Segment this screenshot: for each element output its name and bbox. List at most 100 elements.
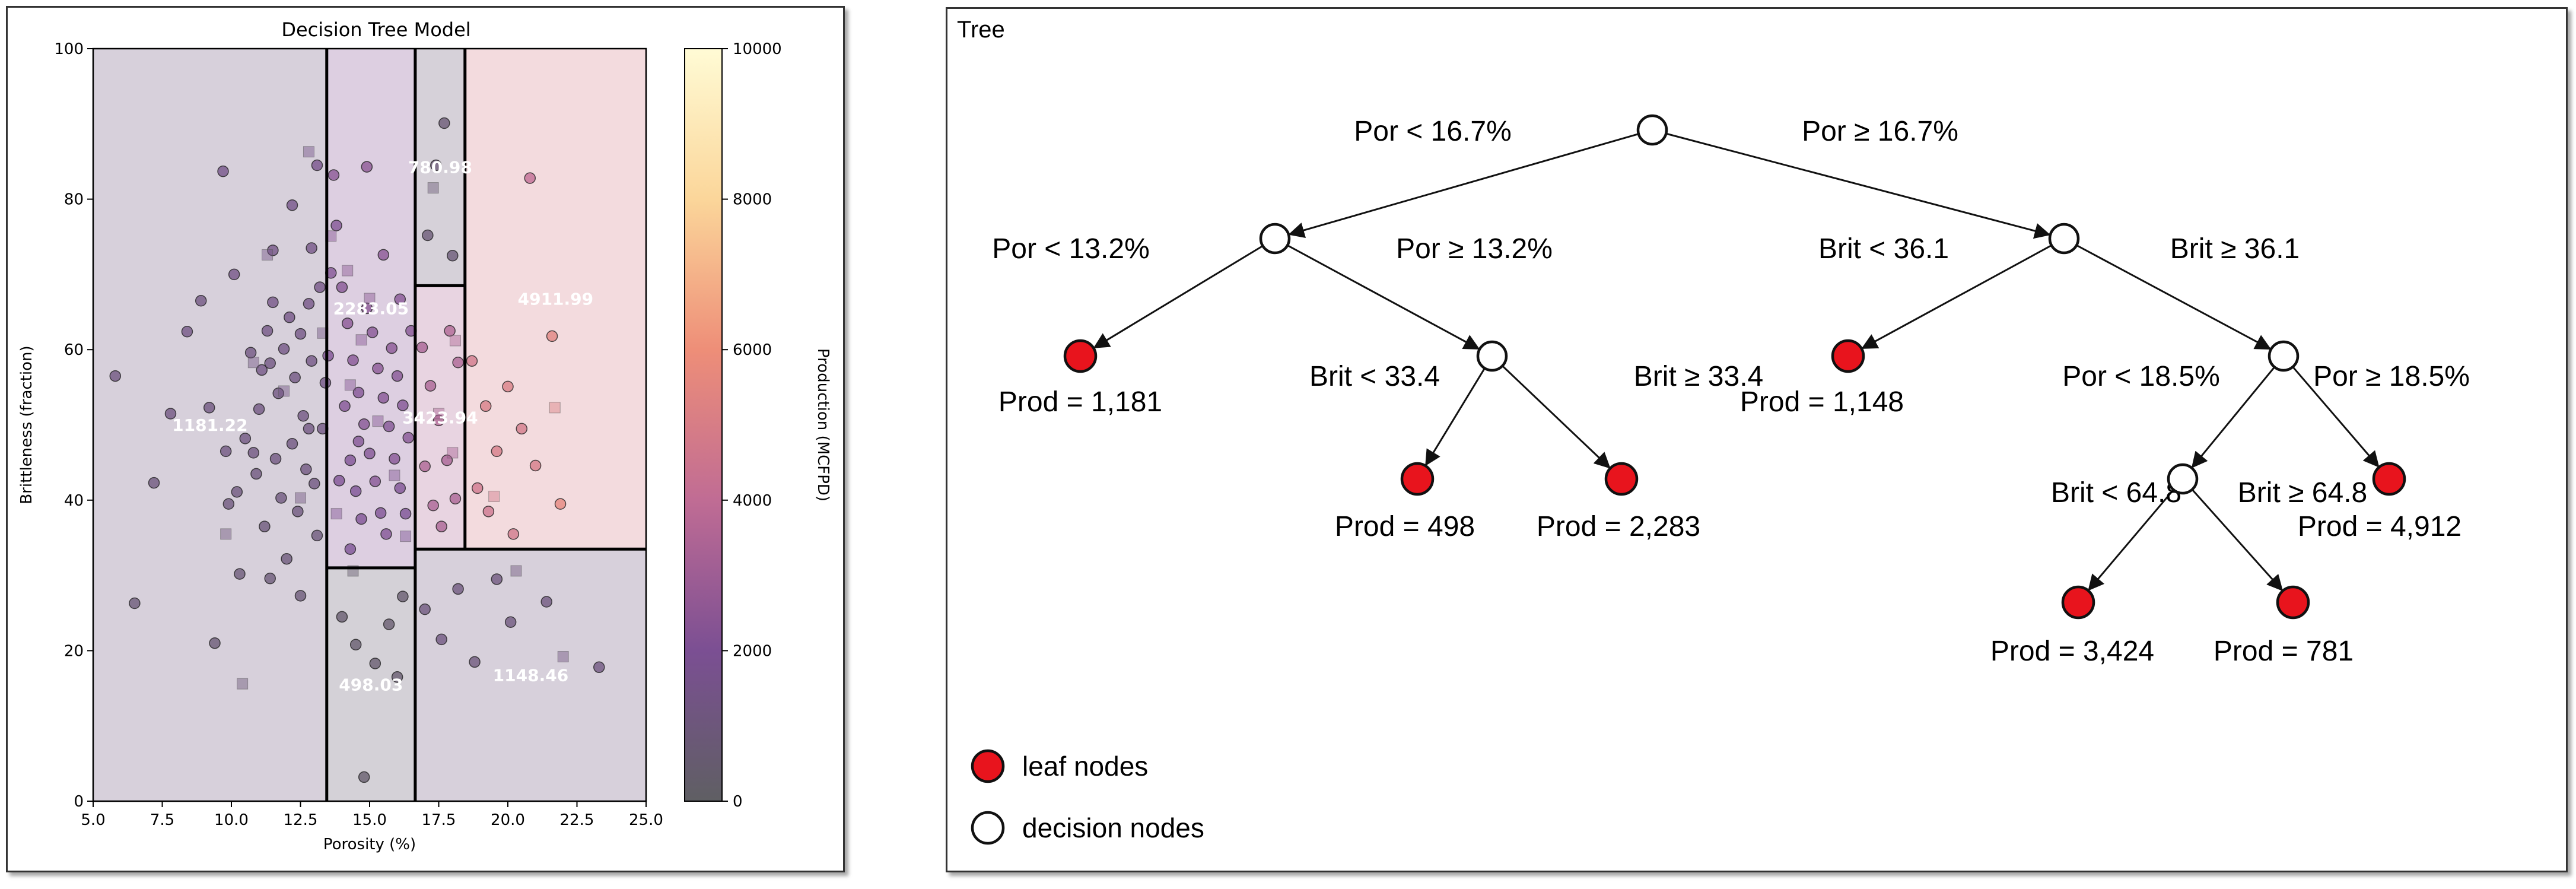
leaf-node (1063, 339, 1098, 373)
train-point (217, 165, 229, 177)
test-point (342, 265, 354, 277)
region-value-label: 4911.99 (518, 290, 594, 309)
decision-node (1259, 223, 1291, 255)
train-point (377, 392, 390, 404)
train-point (250, 468, 262, 480)
test-point (237, 678, 249, 690)
train-point (452, 583, 464, 595)
train-point (294, 328, 307, 340)
train-point (430, 159, 442, 172)
x-tick-label: 20.0 (491, 811, 525, 829)
train-point (306, 355, 317, 367)
train-point (164, 408, 177, 420)
train-point (220, 445, 232, 458)
train-point (294, 590, 307, 602)
legend-decision-swatch (971, 811, 1005, 845)
train-point (374, 507, 387, 519)
train-point (231, 486, 243, 498)
train-point (386, 342, 398, 354)
train-point (349, 639, 362, 651)
train-point (424, 380, 437, 392)
train-point (281, 553, 292, 565)
x-tick-label: 22.5 (560, 811, 594, 829)
train-point (546, 330, 558, 342)
train-point (264, 572, 276, 585)
train-point (327, 169, 340, 181)
train-point (469, 656, 481, 668)
leaf-prediction-label: Prod = 781 (2214, 636, 2354, 667)
train-point (416, 341, 428, 354)
test-point (400, 531, 412, 542)
train-point (422, 229, 434, 242)
tree-edge-arrow (1093, 245, 1264, 348)
test-point (433, 408, 444, 420)
train-point (289, 372, 301, 383)
train-point (341, 318, 354, 329)
tree-edge-arrow (2088, 489, 2174, 591)
x-tick-label: 5.0 (81, 811, 105, 829)
x-tick-label: 12.5 (284, 811, 318, 829)
train-point (372, 363, 384, 374)
tree-panel-title: Tree (957, 17, 1005, 43)
train-point (432, 414, 445, 427)
train-point (394, 293, 406, 305)
test-point (389, 469, 400, 481)
leaf-node (2276, 585, 2310, 620)
y-tick-label: 40 (64, 492, 84, 510)
colorbar-label: Production (MCFPD) (814, 348, 832, 501)
colorbar-tick-label: 8000 (733, 191, 772, 209)
leaf-node (1604, 462, 1639, 496)
leaf-node (2061, 585, 2095, 620)
leaf-prediction-label: Prod = 498 (1335, 511, 1475, 542)
tree-edge-arrow (2191, 366, 2275, 468)
split-condition-label: Brit ≥ 36.1 (2170, 233, 2300, 265)
tree-edge-arrow (1287, 245, 1480, 350)
x-tick-label: 25.0 (629, 811, 663, 829)
tree-edge-arrow (1502, 365, 1611, 469)
train-point (383, 618, 395, 630)
tree-edge-arrow (1288, 133, 1639, 239)
train-point (311, 529, 323, 542)
split-condition-label: Por < 16.7% (1354, 116, 1512, 147)
train-point (267, 296, 279, 309)
train-point (347, 354, 359, 366)
test-point (344, 379, 356, 391)
region-value-label: 1148.46 (493, 666, 569, 685)
test-point (355, 334, 367, 346)
train-point (195, 295, 207, 307)
train-point (228, 268, 240, 281)
train-point (261, 325, 273, 337)
train-point (129, 597, 141, 609)
leaf-prediction-label: Prod = 3,424 (1990, 636, 2154, 667)
train-point (275, 492, 287, 504)
y-tick-label: 60 (64, 341, 84, 359)
train-point (339, 400, 351, 412)
leaf-prediction-label: Prod = 1,148 (1740, 386, 1904, 418)
train-point (391, 671, 403, 683)
region-value-label: 1181.22 (172, 415, 248, 435)
train-point (253, 403, 265, 415)
train-point (306, 242, 317, 254)
x-tick-label: 10.0 (214, 811, 249, 829)
chart-title: Decision Tree Model (281, 18, 470, 41)
train-point (297, 410, 309, 422)
train-point (311, 159, 323, 172)
decision-node (2267, 340, 2300, 372)
train-point (391, 370, 403, 382)
region-value-label: 780.98 (408, 158, 472, 177)
split-condition-label: Por < 18.5% (2062, 361, 2220, 392)
decision-node (1636, 114, 1668, 146)
train-point (377, 249, 390, 261)
x-tick-label: 17.5 (422, 811, 456, 829)
train-point (554, 498, 567, 510)
test-point (262, 249, 273, 261)
leaf-node (2372, 462, 2406, 496)
partition-region (326, 567, 415, 801)
test-point (549, 402, 561, 414)
y-tick-label: 80 (64, 191, 84, 209)
train-point (148, 477, 160, 489)
train-point (333, 475, 345, 487)
train-point (447, 249, 459, 262)
leaf-prediction-label: Prod = 1,181 (998, 386, 1162, 418)
